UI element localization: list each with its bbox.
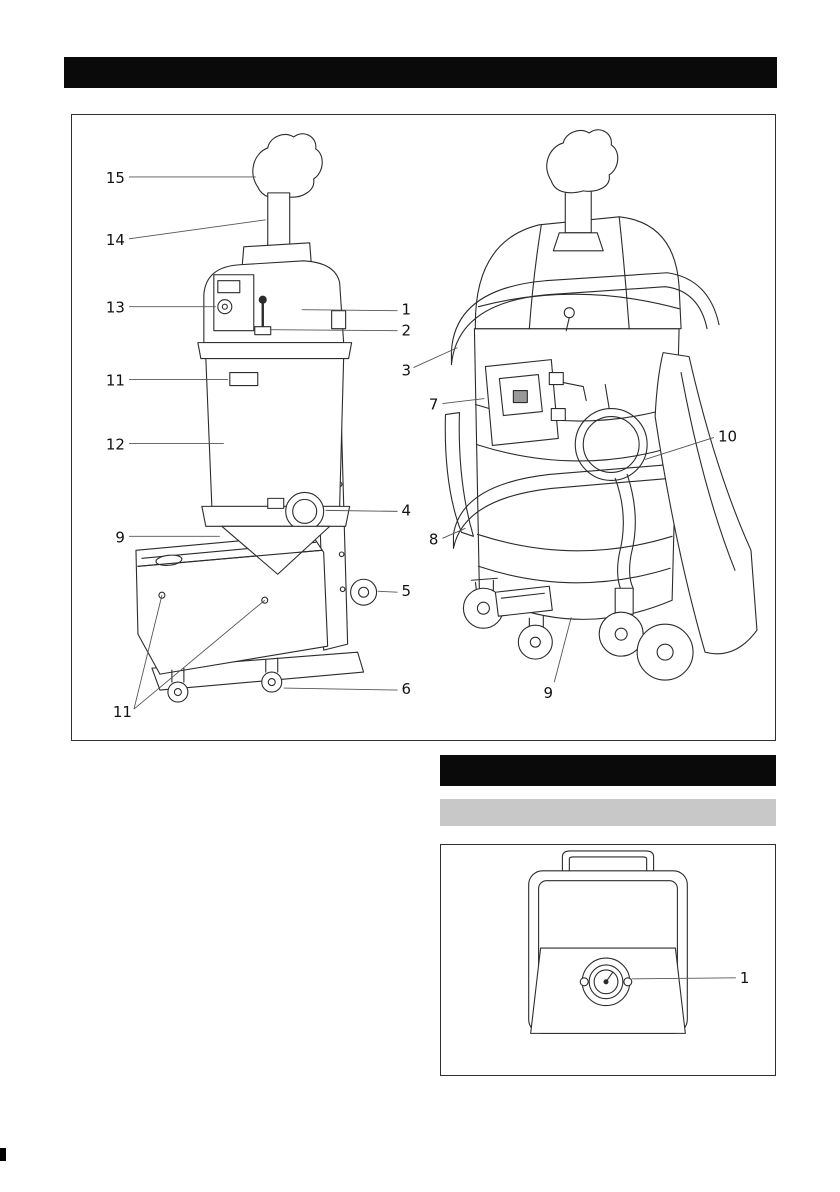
panel-label: [217, 280, 241, 294]
callout-label: 3: [402, 362, 412, 380]
page-edge-mark: [0, 1148, 6, 1161]
leader-line: [301, 309, 398, 312]
suction-inlet: [285, 491, 325, 531]
hose-holder: [574, 384, 648, 481]
head-clamp-rim: [197, 342, 353, 360]
head-latch: [331, 310, 347, 330]
trolley-base: [151, 651, 365, 691]
leader-line: [442, 527, 466, 539]
push-handle-upper: [450, 272, 720, 366]
flat-filter-cover: [484, 359, 587, 447]
suction-tube: [267, 192, 291, 248]
bin-handle: [494, 585, 553, 617]
leader-line: [377, 590, 398, 593]
leader-line: [133, 599, 266, 710]
detail-figure-callouts: 1: [631, 969, 749, 987]
dirt-container: [205, 358, 345, 507]
rear-view-machine: [444, 129, 758, 681]
leader-line: [269, 329, 398, 332]
callout-label: 7: [429, 396, 439, 414]
discharge-cone: [221, 525, 331, 575]
carry-handle: [561, 850, 655, 872]
hose-nozzle: [614, 587, 634, 615]
callout-label: 9: [544, 684, 554, 702]
gauge-screw: [623, 977, 633, 987]
callout-label: 4: [402, 501, 412, 519]
clamp-ring: [201, 505, 351, 527]
rear-wheel: [350, 578, 378, 606]
callout-label: 1: [402, 301, 412, 319]
leader-line: [631, 977, 736, 980]
leader-line: [128, 219, 266, 240]
suction-tube-rear: [564, 188, 592, 234]
front-casters: [462, 577, 553, 660]
callout-label: 5: [402, 582, 412, 600]
leader-line: [645, 437, 715, 460]
container-band: [477, 565, 671, 584]
callout-label: 8: [429, 530, 439, 548]
leader-line: [442, 398, 485, 404]
hand-grip: [252, 133, 323, 199]
callout-label: 9: [115, 528, 125, 546]
callout-label: 15: [106, 169, 125, 187]
callout-label: 2: [402, 322, 412, 340]
hand-grip-rear: [546, 129, 619, 194]
frame-left-edge: [444, 411, 474, 537]
subsection-header-bar: [440, 755, 776, 786]
leader-line: [133, 595, 163, 710]
container-band: [475, 443, 675, 462]
callout-label: 11: [106, 372, 125, 390]
leader-line: [413, 347, 458, 369]
callout-label: 11: [113, 703, 132, 721]
gauge-screw: [579, 977, 589, 987]
pressure-gauge: [579, 957, 633, 1007]
container-band: [476, 533, 673, 552]
rear-wheels: [598, 611, 694, 681]
callout-label: 1: [740, 969, 749, 987]
cable-fitting: [563, 307, 575, 332]
front-view-machine: [135, 133, 378, 703]
leader-line: [283, 687, 398, 691]
subsection-subheader-bar: [440, 799, 776, 826]
detail-figure: 1: [440, 844, 776, 1076]
callout-label: 10: [718, 427, 737, 445]
callout-label: 13: [106, 299, 125, 317]
section-header-bar: [64, 57, 777, 88]
caster: [167, 667, 189, 703]
tube-flare: [552, 232, 604, 252]
frame-side-panel: [654, 352, 758, 655]
leader-line: [553, 617, 572, 683]
filter-cover-detail: [528, 850, 688, 1034]
callout-label: 6: [402, 680, 412, 698]
filter-detail-line-art: 1: [528, 850, 749, 1034]
rating-plate: [229, 372, 259, 387]
power-switch: [217, 299, 233, 315]
leader-line: [325, 509, 398, 512]
clamp-toggle: [267, 497, 285, 509]
callout-label: 14: [106, 231, 125, 249]
callout-label: 12: [106, 435, 125, 453]
caster: [261, 657, 283, 693]
filter-shaker-lever: [254, 295, 272, 336]
